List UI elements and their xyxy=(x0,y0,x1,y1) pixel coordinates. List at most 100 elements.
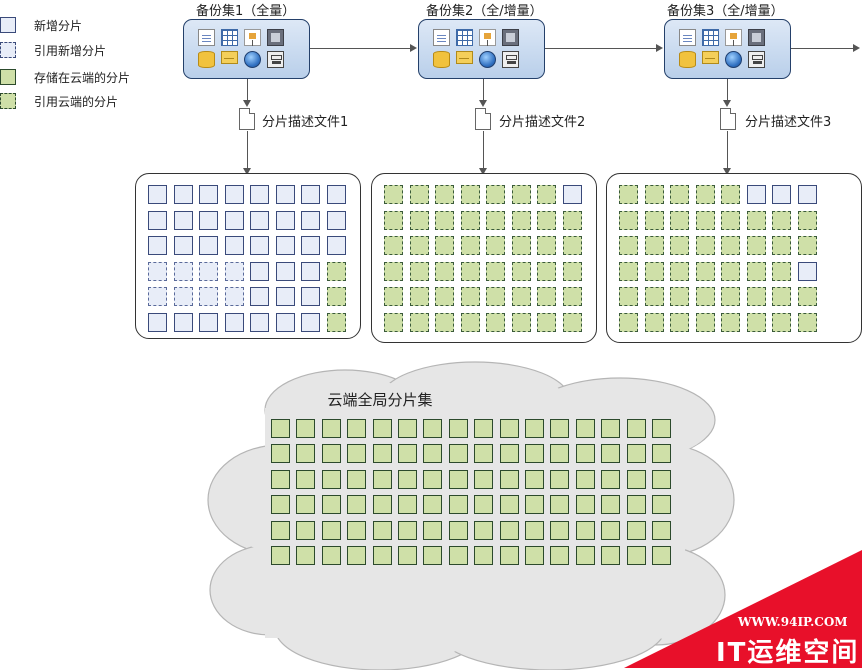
backup-set-2-box[interactable] xyxy=(418,19,545,79)
cloud-shard-cell xyxy=(575,419,595,438)
descriptor-file-3-icon[interactable] xyxy=(720,108,736,130)
shard-cell-refcloud xyxy=(562,210,582,230)
cloud-shard-cell xyxy=(347,495,367,515)
cloud-shard-cell xyxy=(321,546,341,565)
shard-cell-new xyxy=(746,185,766,204)
shard-cell-new xyxy=(326,210,346,230)
cloud-shard-cell xyxy=(499,444,519,464)
shard-cell-refcloud xyxy=(511,236,531,255)
backup-set-3-box[interactable] xyxy=(664,19,791,79)
database-icon xyxy=(433,51,450,68)
shard-cell-refcloud xyxy=(670,287,689,306)
cloud-shard-cell xyxy=(296,495,316,515)
cloud-shard-cell xyxy=(372,495,392,515)
watermark-brand: IT运维空间 xyxy=(716,638,860,668)
shard-cell-refcloud xyxy=(486,287,505,306)
timeline-line-1 xyxy=(310,48,411,49)
shard-cell-refcloud xyxy=(384,210,403,230)
shard-cell-refcloud xyxy=(409,287,429,306)
legend-item-refnew: 引用新增分片 xyxy=(0,40,106,60)
shard-cell-new xyxy=(199,312,218,332)
film-icon xyxy=(267,29,284,46)
shard-cell-refcloud xyxy=(644,261,664,281)
cloud-shard-cell xyxy=(321,469,341,489)
shard-cell-refcloud xyxy=(384,312,403,332)
cloud-shard-cell xyxy=(601,520,621,540)
cloud-shard-cell xyxy=(601,495,621,515)
shard-cell-new xyxy=(275,261,295,281)
cloud-shard-cell xyxy=(372,469,392,489)
shard-cell-new xyxy=(797,261,817,281)
timeline-arrow-2 xyxy=(656,44,663,52)
shard-cell-new xyxy=(148,312,167,332)
shard-cell-refcloud xyxy=(797,210,817,230)
shard-cell-refcloud xyxy=(486,236,505,255)
shard-cell-refcloud xyxy=(460,287,480,306)
backup-set-1-box[interactable] xyxy=(183,19,310,79)
shard-cell-refcloud xyxy=(409,236,429,255)
cloud-shard-cell xyxy=(525,495,544,515)
cloud-shard-cell xyxy=(474,520,494,540)
connector-arrow-box-file-3 xyxy=(723,100,731,107)
shard-cell-new xyxy=(301,287,320,306)
shard-cell-refnew xyxy=(148,287,167,306)
shard-cell-new xyxy=(148,185,167,204)
cloud-shard-cell xyxy=(398,444,417,464)
descriptor-file-2-icon[interactable] xyxy=(475,108,491,130)
shard-cell-new xyxy=(199,236,218,255)
server-icon xyxy=(748,51,765,68)
shard-cell-refnew xyxy=(224,261,244,281)
shard-cell-new xyxy=(224,210,244,230)
cloud-shard-cell xyxy=(550,495,570,515)
backup-title-2: 备份集2（全/增量） xyxy=(426,4,543,19)
film-icon xyxy=(748,29,765,46)
cloud-shard-cell xyxy=(423,469,443,489)
shard-cell-new xyxy=(301,261,320,281)
cloud-shard-cell xyxy=(601,419,621,438)
shard-cell-refnew xyxy=(173,261,193,281)
backup-title-1: 备份集1（全量） xyxy=(196,4,296,19)
cloud-shard-cell xyxy=(601,444,621,464)
timeline-line-2 xyxy=(545,48,657,49)
descriptor-file-1-icon[interactable] xyxy=(239,108,255,130)
shard-cell-refcloud xyxy=(562,236,582,255)
shard-cell-new xyxy=(148,236,167,255)
connector-box-file-2 xyxy=(483,79,484,101)
cloud-shard-cell xyxy=(601,469,621,489)
database-icon xyxy=(679,51,696,68)
shard-cell-refcloud xyxy=(537,185,556,204)
shard-cell-new xyxy=(275,236,295,255)
shard-cell-refcloud xyxy=(511,312,531,332)
cloud-shard-cell xyxy=(448,444,468,464)
descriptor-file-3-label: 分片描述文件3 xyxy=(745,115,832,130)
cloud-shard-cell xyxy=(296,520,316,540)
shard-cell-refcloud xyxy=(670,312,689,332)
shard-cell-refcloud xyxy=(326,287,346,306)
descriptor-file-2-label: 分片描述文件2 xyxy=(499,115,586,130)
shard-cell-refcloud xyxy=(695,261,715,281)
connector-box-file-1 xyxy=(247,79,248,101)
shard-cell-refcloud xyxy=(721,185,740,204)
cloud-shard-cell xyxy=(271,419,290,438)
connector-arrow-file-panel-2 xyxy=(479,168,487,175)
cloud-shard-cell xyxy=(271,469,290,489)
shard-cell-refcloud xyxy=(537,236,556,255)
shard-cell-refcloud xyxy=(746,210,766,230)
cloud-shard-cell xyxy=(398,469,417,489)
shard-cell-refcloud xyxy=(619,236,638,255)
shard-cell-refcloud xyxy=(772,312,791,332)
watermark-corner xyxy=(624,550,862,668)
presentation-icon xyxy=(479,29,496,46)
document-icon xyxy=(198,29,215,46)
shard-cell-refcloud xyxy=(746,261,766,281)
shard-cell-refcloud xyxy=(409,312,429,332)
legend-item-new: 新增分片 xyxy=(0,15,82,35)
cloud-shard-cell xyxy=(652,520,671,540)
cloud-shard-cell xyxy=(423,444,443,464)
shard-cell-refcloud xyxy=(460,236,480,255)
connector-file-panel-2 xyxy=(483,131,484,169)
shard-cell-refcloud xyxy=(619,185,638,204)
cloud-shard-cell xyxy=(550,444,570,464)
cloud-shard-cell xyxy=(525,520,544,540)
shard-cell-new xyxy=(173,312,193,332)
